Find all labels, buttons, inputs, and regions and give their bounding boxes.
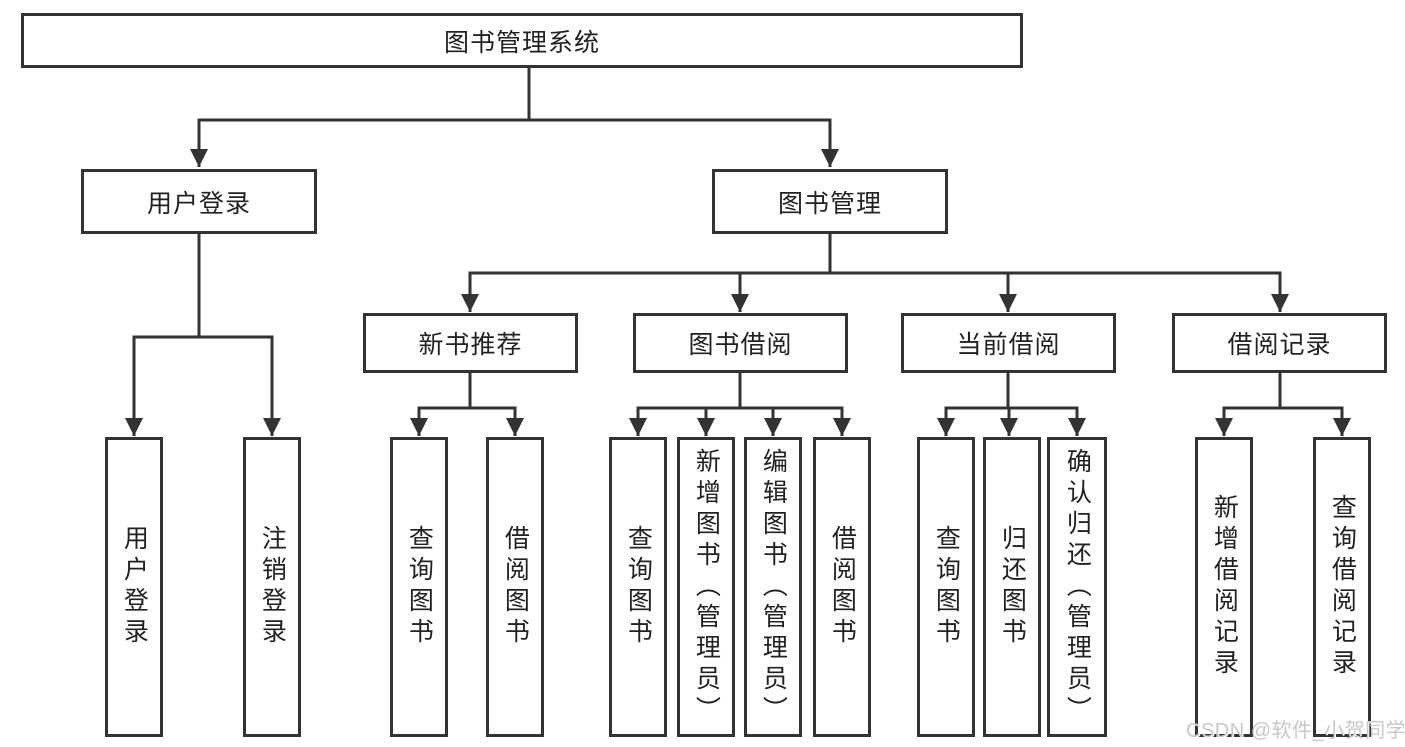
leaf-borrow-edit-book-admin: 编辑图书（管理员） xyxy=(744,437,802,737)
node-book-management: 图书管理 xyxy=(712,169,948,234)
leaf-borrow-query-book: 查询图书 xyxy=(609,437,667,737)
leaf-record-add-borrow-record: 新增借阅记录 xyxy=(1195,437,1253,737)
leaf-recommend-query-book-label: 查询图书 xyxy=(405,525,434,649)
node-new-book-recommend-label: 新书推荐 xyxy=(418,331,523,359)
leaf-current-query-book: 查询图书 xyxy=(917,437,975,737)
leaf-current-confirm-return-admin-label: 确认归还（管理员） xyxy=(1063,447,1092,727)
leaf-current-return-book-label: 归还图书 xyxy=(998,525,1027,649)
connector-group xyxy=(125,68,1351,436)
node-user-login-label: 用户登录 xyxy=(146,189,251,218)
leaf-current-confirm-return-admin: 确认归还（管理员） xyxy=(1047,437,1107,737)
leaf-recommend-borrow-book: 借阅图书 xyxy=(486,437,544,737)
node-book-borrow-label: 图书借阅 xyxy=(688,331,793,359)
leaf-recommend-query-book: 查询图书 xyxy=(390,437,448,737)
node-root: 图书管理系统 xyxy=(21,13,1023,68)
node-book-management-label: 图书管理 xyxy=(777,189,882,218)
node-current-borrow: 当前借阅 xyxy=(901,313,1116,373)
node-borrow-record: 借阅记录 xyxy=(1172,313,1387,373)
leaf-logout-label: 注销登录 xyxy=(258,525,287,649)
watermark: CSDN @软件_小贺同学 xyxy=(1186,720,1405,742)
leaf-borrow-add-book-admin-label: 新增图书（管理员） xyxy=(692,447,721,727)
leaf-record-query-borrow-record-label: 查询借阅记录 xyxy=(1328,494,1357,680)
leaf-user-login: 用户登录 xyxy=(105,437,163,737)
node-new-book-recommend: 新书推荐 xyxy=(363,313,578,373)
node-user-login: 用户登录 xyxy=(81,169,317,234)
leaf-recommend-borrow-book-label: 借阅图书 xyxy=(501,525,530,649)
leaf-borrow-add-book-admin: 新增图书（管理员） xyxy=(677,437,735,737)
leaf-current-return-book: 归还图书 xyxy=(983,437,1041,737)
node-current-borrow-label: 当前借阅 xyxy=(956,331,1061,359)
leaf-borrow-borrow-book-label: 借阅图书 xyxy=(828,525,857,649)
leaf-logout: 注销登录 xyxy=(243,437,301,737)
node-borrow-record-label: 借阅记录 xyxy=(1227,331,1332,359)
leaf-borrow-query-book-label: 查询图书 xyxy=(624,525,653,649)
leaf-borrow-edit-book-admin-label: 编辑图书（管理员） xyxy=(759,447,788,727)
node-root-label: 图书管理系统 xyxy=(443,28,600,57)
leaf-borrow-borrow-book: 借阅图书 xyxy=(813,437,871,737)
leaf-user-login-label: 用户登录 xyxy=(120,525,149,649)
leaf-current-query-book-label: 查询图书 xyxy=(932,525,961,649)
leaf-record-query-borrow-record: 查询借阅记录 xyxy=(1313,437,1371,737)
node-book-borrow: 图书借阅 xyxy=(633,313,848,373)
leaf-record-add-borrow-record-label: 新增借阅记录 xyxy=(1210,494,1239,680)
